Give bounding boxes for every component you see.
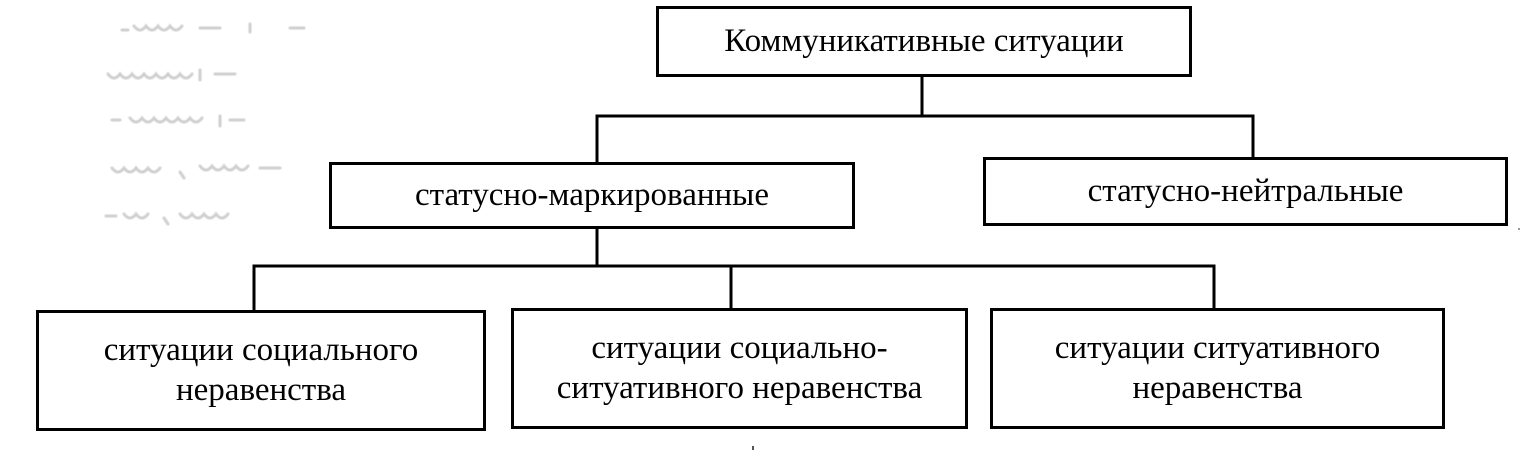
status-neutral-label: статусно-нейтральные [1087, 172, 1404, 209]
bleed-through-smudges [104, 22, 306, 226]
scan-speck [1518, 228, 1520, 230]
status-neutral-node: статусно-нейтральные [983, 157, 1508, 226]
status-marked-node: статусно-маркированные [329, 162, 855, 229]
bleed-through-marks [100, 12, 330, 258]
status-marked-label: статусно-маркированные [415, 176, 769, 213]
root-node-label: Коммуникативные ситуации [724, 22, 1124, 59]
situational-inequality-label: ситуации ситуативного неравенства [1054, 329, 1381, 406]
social-situational-inequality-label: ситуации социально- ситуативного неравен… [556, 329, 923, 406]
situational-inequality-node: ситуации ситуативного неравенства [990, 308, 1445, 429]
root-node: Коммуникативные ситуации [656, 6, 1192, 77]
scan-speck [752, 446, 754, 450]
social-inequality-node: ситуации социального неравенства [36, 310, 486, 431]
social-inequality-label: ситуации социального неравенства [103, 331, 419, 408]
social-situational-inequality-node: ситуации социально- ситуативного неравен… [511, 308, 968, 429]
